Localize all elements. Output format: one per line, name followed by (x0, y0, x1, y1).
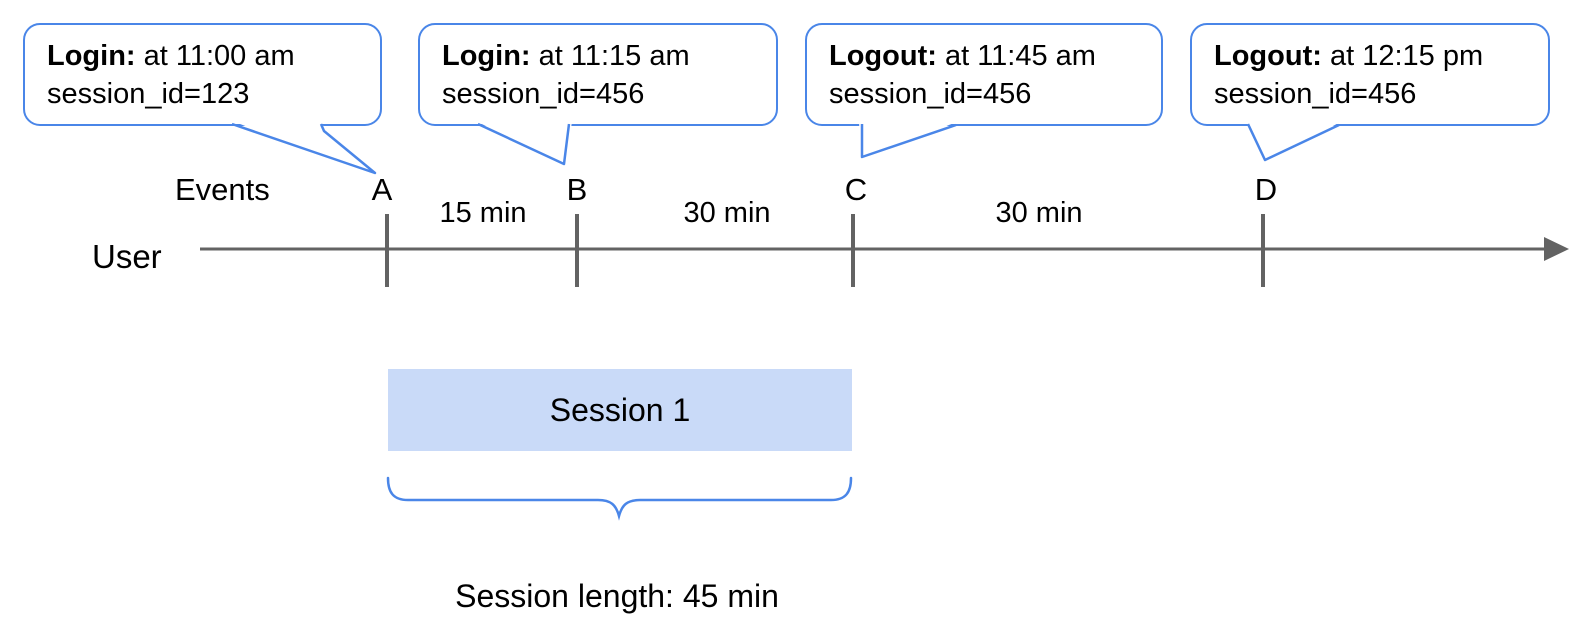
user-row-label: User (92, 238, 162, 275)
callout-tail-a-fill (232, 121, 377, 175)
callout-tail-a (231, 122, 377, 175)
callout-line-session: session_id=456 (1214, 78, 1417, 110)
callout-tail-c-fill (859, 121, 959, 160)
callout-line-event: Login: at 11:00 am (47, 37, 380, 75)
interval-a-b: 15 min (439, 197, 527, 229)
callout-line-session: session_id=456 (829, 78, 1032, 110)
callout-login-a: Login: at 11:00 am session_id=123 (23, 23, 382, 126)
callout-line-session: session_id=456 (442, 78, 645, 110)
event-marker-b: B (566, 172, 588, 207)
event-action: Login: (47, 40, 136, 72)
callout-logout-d: Logout: at 12:15 pm session_id=456 (1190, 23, 1550, 126)
session-1-label: Session 1 (549, 391, 691, 428)
interval-b-c: 30 min (683, 197, 771, 229)
callout-tail-d-fill (1246, 121, 1342, 163)
event-action: Login: (442, 40, 531, 72)
interval-c-d: 30 min (995, 197, 1083, 229)
callout-line-event: Logout: at 12:15 pm (1214, 37, 1548, 75)
event-marker-a: A (371, 172, 393, 207)
callout-tail-b (477, 122, 571, 166)
callout-line-event: Logout: at 11:45 am (829, 37, 1161, 75)
event-time: at 12:15 pm (1329, 40, 1484, 72)
session-length-brace (386, 476, 853, 521)
callout-line-event: Login: at 11:15 am (442, 37, 776, 75)
event-time: at 11:15 am (538, 40, 690, 72)
event-time: at 11:00 am (143, 40, 295, 72)
callout-tail-b-fill (476, 121, 572, 167)
session-length-caption: Session length: 45 min (455, 578, 779, 614)
session-1-bar: Session 1 (388, 369, 852, 451)
event-marker-d: D (1254, 172, 1278, 207)
callout-line-session: session_id=123 (47, 78, 250, 110)
event-action: Logout: (829, 40, 937, 72)
callout-login-b: Login: at 11:15 am session_id=456 (418, 23, 778, 126)
event-action: Logout: (1214, 40, 1322, 72)
callout-tail-c (860, 123, 957, 159)
event-marker-c: C (844, 172, 868, 207)
event-time: at 11:45 am (944, 40, 1096, 72)
timeline-arrowhead-icon (1544, 237, 1569, 261)
callout-logout-c: Logout: at 11:45 am session_id=456 (805, 23, 1163, 126)
callout-tail-d (1246, 123, 1340, 162)
events-label: Events (175, 172, 270, 207)
